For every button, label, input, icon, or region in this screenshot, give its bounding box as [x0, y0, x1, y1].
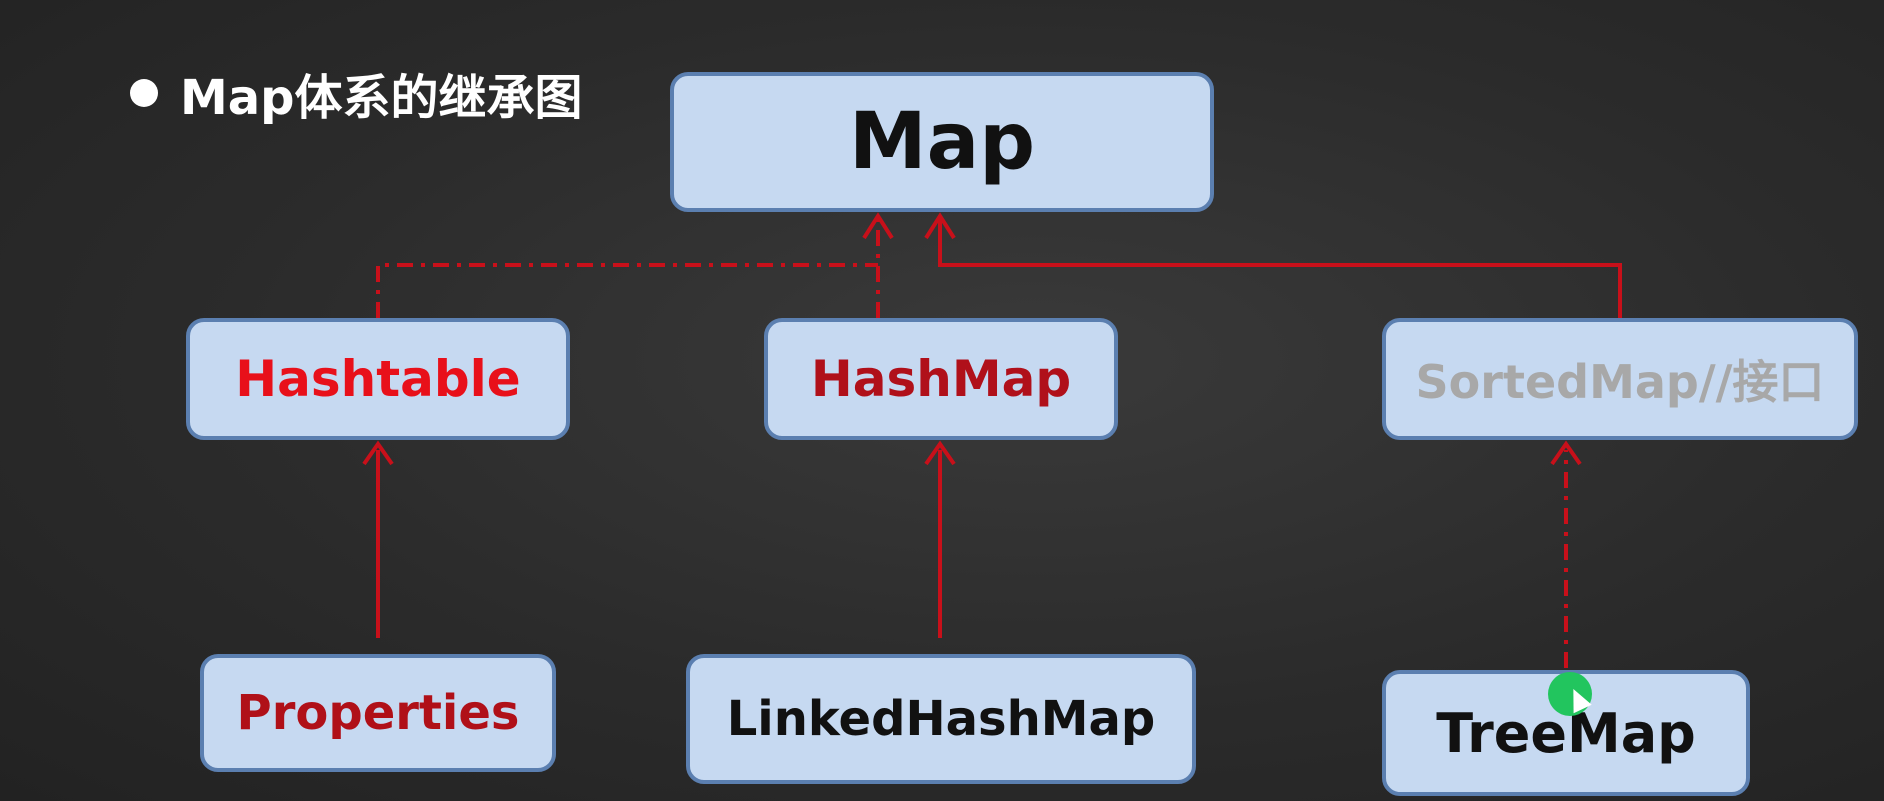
arrowhead-hashmap	[924, 440, 956, 466]
node-hashtable: Hashtable	[186, 318, 570, 440]
slide-title-text: Map体系的继承图	[180, 70, 583, 126]
edge-sortedmap-map	[938, 218, 1622, 318]
node-sortedmap-label: SortedMap//接口	[1415, 355, 1825, 409]
arrowhead-map-right	[924, 212, 956, 240]
node-properties: Properties	[200, 654, 556, 772]
node-sortedmap: SortedMap//接口	[1382, 318, 1858, 440]
node-hashtable-label: Hashtable	[235, 350, 521, 408]
edge-hashtable-map	[376, 263, 878, 318]
node-hashmap-label: HashMap	[810, 350, 1072, 408]
node-map: Map	[670, 72, 1214, 212]
bullet-icon	[130, 79, 158, 107]
node-linkedhashmap-label: LinkedHashMap	[726, 691, 1156, 747]
arrowhead-hashtable	[362, 440, 394, 466]
node-map-label: Map	[848, 97, 1036, 187]
arrowhead-map-left	[862, 212, 894, 240]
slide-title: Map体系的继承图	[130, 58, 583, 128]
arrowhead-sortedmap	[1550, 440, 1582, 466]
mouse-cursor-highlight-icon	[1548, 672, 1592, 716]
node-hashmap: HashMap	[764, 318, 1118, 440]
node-linkedhashmap: LinkedHashMap	[686, 654, 1196, 784]
node-properties-label: Properties	[236, 685, 520, 741]
